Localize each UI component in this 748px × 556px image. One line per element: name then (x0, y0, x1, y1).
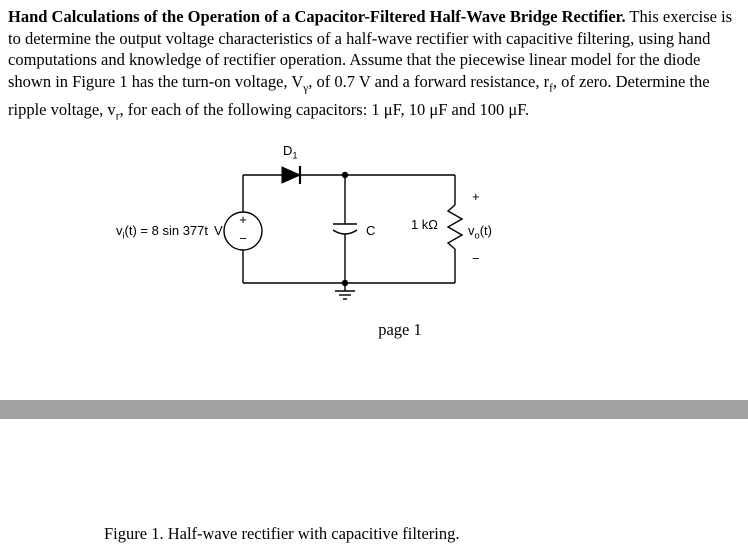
source-plus-sign: + (239, 212, 247, 227)
page-number-label: page 1 (378, 320, 422, 339)
output-minus-sign: − (472, 251, 480, 266)
source-minus-sign: − (239, 231, 247, 246)
source-unit-label: V (214, 223, 223, 238)
output-voltage-label: vo(t) (468, 223, 492, 241)
figure-caption: Figure 1. Half-wave rectifier with capac… (104, 524, 460, 543)
problem-statement: Hand Calculations of the Operation of a … (8, 7, 733, 123)
output-plus-sign: + (472, 189, 480, 204)
resistor-symbol (446, 204, 464, 250)
junction-dot-bottom (341, 279, 349, 287)
voltage-source-symbol (223, 211, 263, 251)
source-expression-label: vi(t) = 8 sin 377t (115, 223, 208, 241)
capacitor-label: C (366, 223, 376, 238)
resistor-label: 1 kΩ (410, 217, 438, 232)
circuit-figure: D1 vi(t) = 8 sin 377t V + − C 1 kΩ + vo(… (90, 140, 520, 310)
capacitor-plate-bottom (332, 229, 358, 235)
divider-bar (0, 400, 748, 419)
circuit-schematic (223, 166, 464, 300)
junction-dot-top (341, 171, 349, 179)
diode-triangle (281, 166, 302, 184)
diode-label: D1 (283, 143, 298, 161)
diode-symbol (281, 166, 302, 184)
